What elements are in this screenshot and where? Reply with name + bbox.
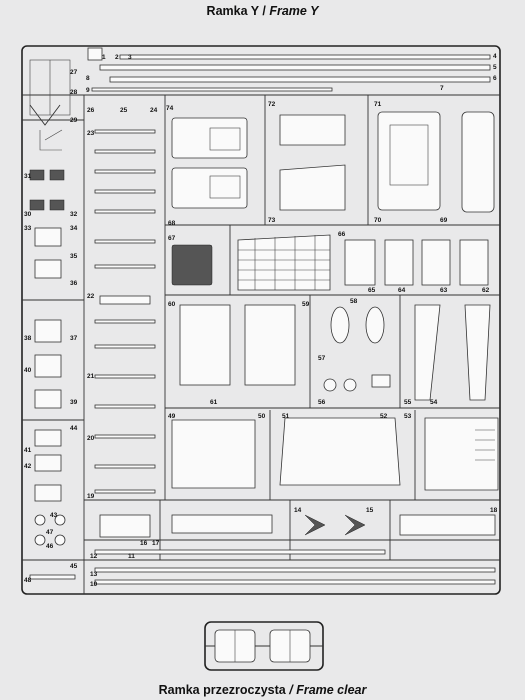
part-number: 23	[87, 130, 95, 137]
part-number: 22	[87, 293, 95, 300]
part-number: 54	[430, 399, 438, 406]
part-number: 71	[374, 101, 382, 108]
part-number: 5	[493, 64, 497, 71]
part-number: 64	[398, 287, 406, 294]
part-number: 17	[152, 540, 160, 547]
part-number: 68	[168, 220, 176, 227]
part-number: 19	[87, 493, 95, 500]
part-number-labels: 1 2 3 4 5 6 7 8 9 10 11 12 13 14 15 16 1…	[24, 53, 498, 588]
frame-clear-title: Ramka przezroczysta / Frame clear	[0, 683, 525, 697]
part-number: 51	[282, 413, 290, 420]
part-number: 48	[24, 577, 32, 584]
part-number: 55	[404, 399, 412, 406]
part-number: 63	[440, 287, 448, 294]
part-number: 24	[150, 107, 158, 114]
part-number: 15	[366, 507, 374, 514]
part-number: 31	[24, 173, 32, 180]
part-number: 34	[70, 225, 78, 232]
part-number: 26	[87, 107, 95, 114]
frame-y-runner	[21, 45, 501, 595]
title-separator: /	[258, 4, 270, 18]
part-number: 43	[50, 512, 58, 519]
part-number: 20	[87, 435, 95, 442]
part-number: 66	[338, 231, 346, 238]
top-rod-parts	[87, 47, 491, 92]
part-number: 10	[90, 581, 98, 588]
part-number: 67	[168, 235, 176, 242]
part-number: 9	[86, 87, 90, 94]
grille-parts	[171, 234, 331, 291]
part-number: 56	[318, 399, 326, 406]
bottom-row-parts	[94, 514, 496, 585]
title-separator: /	[285, 683, 297, 697]
part-number: 58	[350, 298, 358, 305]
part-number: 4	[493, 53, 497, 60]
part-number: 16	[140, 540, 148, 547]
part-number: 27	[70, 69, 78, 76]
left-column-parts	[29, 59, 76, 580]
part-number: 3	[128, 54, 132, 61]
part-number: 40	[24, 367, 32, 374]
part-number: 52	[380, 413, 388, 420]
frame-clear-title-pl: Ramka przezroczysta	[158, 683, 286, 697]
body-panel-parts	[171, 417, 499, 491]
part-number: 11	[128, 553, 135, 560]
bracket-parts	[344, 239, 489, 286]
part-number: 2	[115, 54, 119, 61]
part-number: 28	[70, 89, 78, 96]
part-number: 41	[24, 447, 32, 454]
part-number: 49	[168, 413, 176, 420]
frame-y-title: Ramka Y / Frame Y	[0, 4, 525, 18]
part-number: 25	[120, 107, 128, 114]
part-number: 33	[24, 225, 32, 232]
part-number: 12	[90, 553, 98, 560]
part-number: 37	[70, 335, 78, 342]
frame-y-title-en: Frame Y	[269, 4, 319, 18]
part-number: 57	[318, 355, 326, 362]
part-number: 61	[210, 399, 218, 406]
part-number: 18	[490, 507, 498, 514]
part-number: 14	[294, 507, 302, 514]
part-number: 70	[374, 217, 382, 224]
part-number: 44	[70, 425, 78, 432]
part-number: 62	[482, 287, 490, 294]
part-number: 73	[268, 217, 276, 224]
part-number: 6	[493, 75, 497, 82]
part-number: 38	[24, 335, 32, 342]
part-number: 45	[70, 563, 78, 570]
part-number: 21	[87, 373, 95, 380]
part-number: 35	[70, 253, 78, 260]
part-number: 59	[302, 301, 310, 308]
part-number: 7	[440, 85, 444, 92]
part-number: 74	[166, 105, 174, 112]
engine-panel-parts	[171, 114, 346, 211]
part-number: 69	[440, 217, 448, 224]
part-number: 72	[268, 101, 276, 108]
part-number: 53	[404, 413, 412, 420]
part-number: 32	[70, 211, 78, 218]
part-number: 13	[90, 571, 98, 578]
part-number: 30	[24, 211, 32, 218]
part-number: 65	[368, 287, 376, 294]
cab-frame-parts	[377, 111, 495, 213]
part-number: 47	[46, 529, 54, 536]
part-number: 42	[24, 463, 32, 470]
frame-clear-title-en: Frame clear	[296, 683, 367, 697]
part-number: 39	[70, 399, 78, 406]
part-number: 50	[258, 413, 266, 420]
part-number: 1	[102, 54, 106, 61]
frame-y-title-pl: Ramka Y	[206, 4, 259, 18]
part-number: 46	[46, 543, 54, 550]
part-number: 60	[168, 301, 176, 308]
part-number: 29	[70, 117, 78, 124]
part-number: 36	[70, 280, 78, 287]
frame-clear-diagram	[204, 621, 324, 671]
part-number: 8	[86, 75, 90, 82]
chassis-parts	[179, 304, 491, 401]
rod-column-parts	[94, 129, 156, 494]
